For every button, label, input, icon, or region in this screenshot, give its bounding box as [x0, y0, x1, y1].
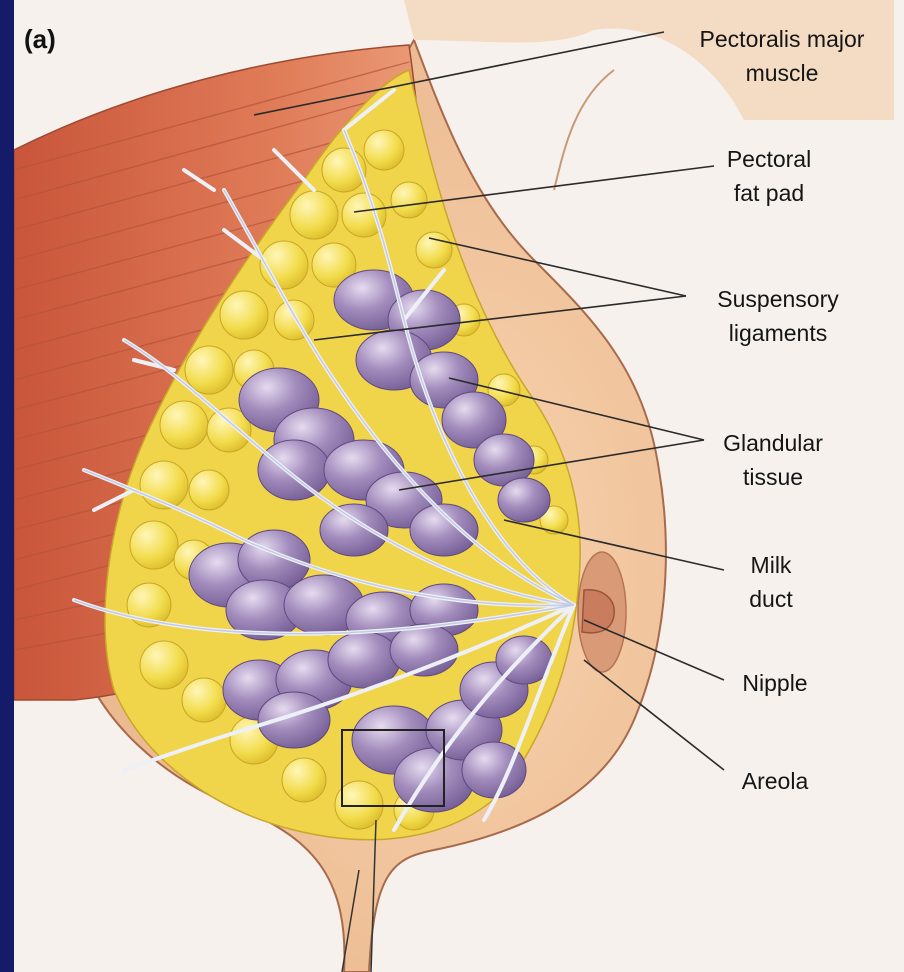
panel-label: (a): [24, 24, 56, 55]
label-pectoral-fat-pad: Pectoral fat pad: [704, 142, 834, 210]
breast-anatomy-figure: (a) Pectoralis major muscle Pectoral fat…: [14, 0, 904, 972]
label-areola: Areola: [720, 764, 830, 798]
label-suspensory-ligaments: Suspensory ligaments: [688, 282, 868, 350]
label-milk-duct: Milk duct: [726, 548, 816, 616]
label-pectoralis-major-muscle: Pectoralis major muscle: [664, 22, 900, 90]
label-glandular-tissue: Glandular tissue: [698, 426, 848, 494]
label-nipple: Nipple: [720, 666, 830, 700]
